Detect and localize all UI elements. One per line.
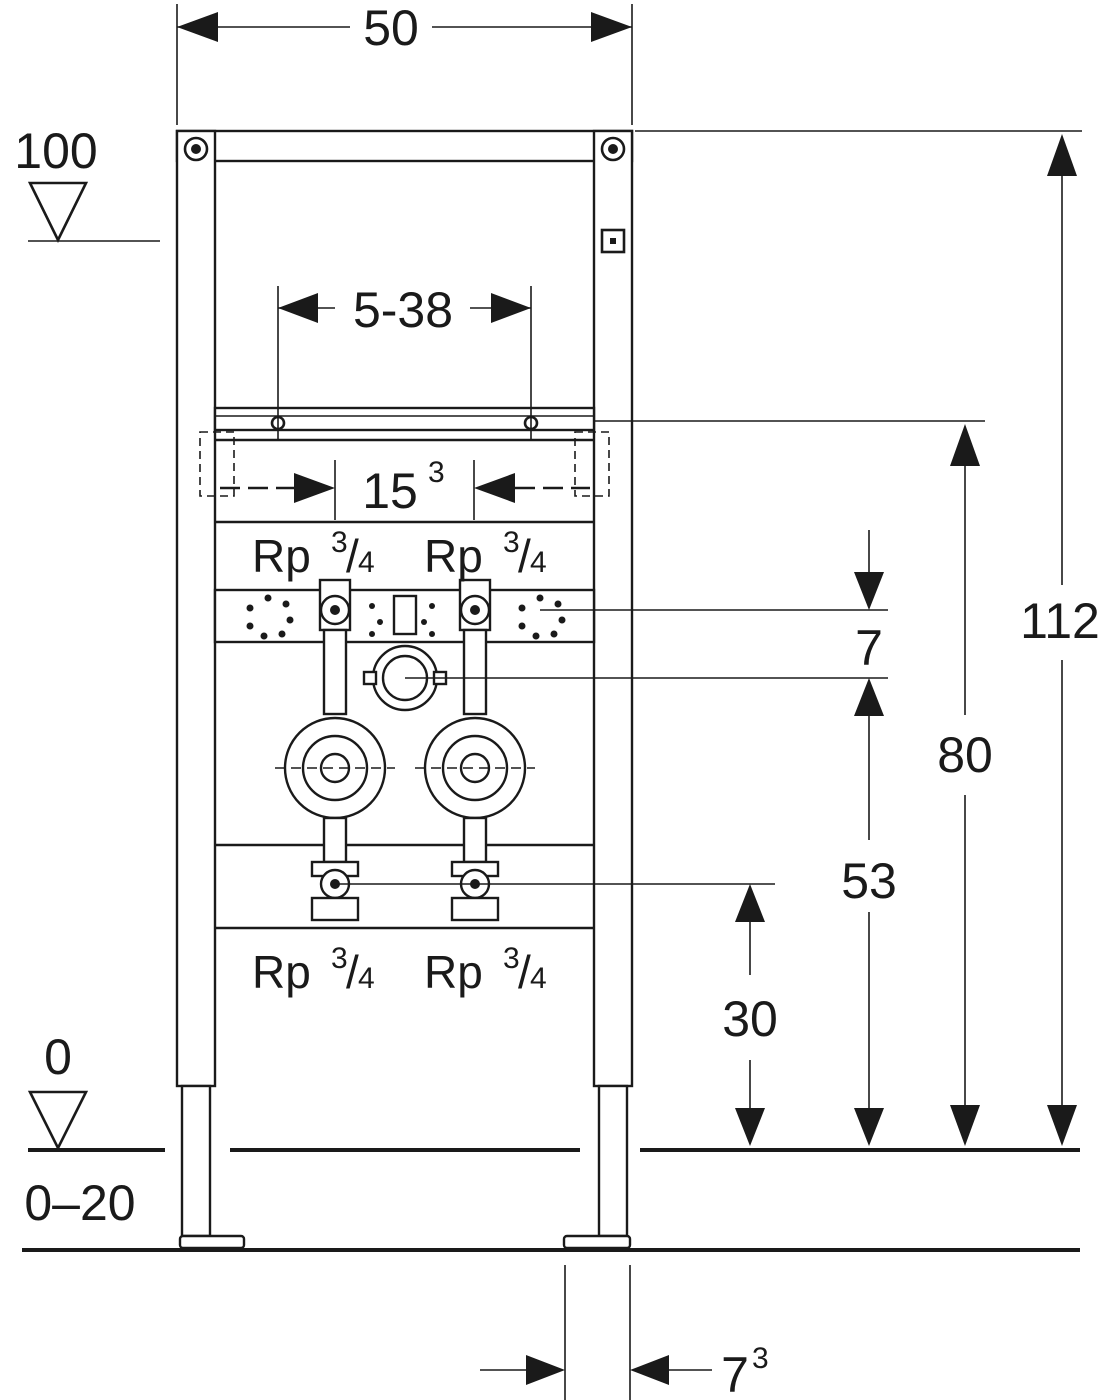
dim-height-bracket: 80 (937, 424, 993, 1146)
dim-width-label: 50 (363, 0, 419, 56)
dim-spacing-range-label: 5-38 (353, 282, 453, 338)
rp-num: 3 (331, 942, 348, 975)
dim-width: 50 (176, 0, 633, 125)
level-marker-upper: 100 (14, 123, 98, 243)
dim-height-total: 112 (1020, 134, 1100, 1146)
rp-slash: / (346, 530, 359, 582)
rp-prefix: Rp (252, 530, 311, 582)
rp-slash: / (346, 946, 359, 998)
dim-foot-depth-sup: 3 (752, 1342, 769, 1375)
rp-prefix: Rp (424, 946, 483, 998)
rp-slash: / (518, 530, 531, 582)
connection-top-left: Rp 3 / 4 (252, 526, 375, 582)
extension-lines (335, 130, 1082, 885)
dim-foot-depth-label: 7 (721, 1347, 749, 1400)
dim-foot-depth: 7 3 (480, 1265, 769, 1400)
rp-prefix: Rp (252, 946, 311, 998)
dim-gap-top: 7 (854, 530, 884, 716)
dim-height-supply: 53 (841, 716, 897, 1146)
rp-num: 3 (503, 526, 520, 559)
level-upper-label: 100 (14, 123, 97, 179)
rp-den: 4 (530, 962, 547, 995)
dim-bracket-spacing-sup: 3 (428, 456, 445, 489)
rp-den: 4 (358, 962, 375, 995)
dim-height-outlet: 30 (722, 884, 778, 1146)
dim-height-total-label: 112 (1020, 593, 1100, 649)
dim-spacing-range: 5-38 (277, 282, 532, 440)
frame (175, 129, 634, 1250)
dim-bracket-spacing: 15 3 (220, 456, 590, 520)
rp-slash: / (518, 946, 531, 998)
floor-lines (22, 240, 1080, 1252)
rp-den: 4 (358, 546, 375, 579)
connection-bottom-right: Rp 3 / 4 (424, 942, 547, 998)
level-marker-floor: 0 (27, 1029, 89, 1151)
connection-bottom-left: Rp 3 / 4 (252, 942, 375, 998)
level-floor-label: 0 (44, 1029, 72, 1085)
dim-height-bracket-label: 80 (937, 727, 993, 783)
dim-bracket-spacing-label: 15 (362, 463, 418, 519)
rp-num: 3 (503, 942, 520, 975)
dim-height-outlet-label: 30 (722, 991, 778, 1047)
dim-height-supply-label: 53 (841, 853, 897, 909)
dim-floor-adjust-label: 0–20 (24, 1175, 135, 1231)
dim-gap-top-label: 7 (855, 620, 883, 676)
rp-prefix: Rp (424, 530, 483, 582)
connection-labels: Rp 3 / 4 Rp 3 / 4 Rp 3 / 4 Rp 3 / 4 (252, 526, 547, 998)
rp-num: 3 (331, 526, 348, 559)
connection-top-right: Rp 3 / 4 (424, 526, 547, 582)
rp-den: 4 (530, 546, 547, 579)
